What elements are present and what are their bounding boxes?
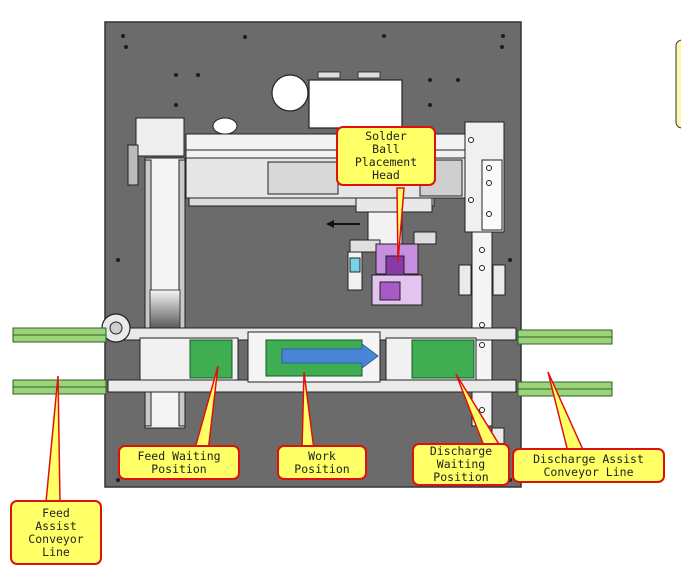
discharge-waiting-board [385, 337, 477, 381]
flow-arrow [281, 343, 379, 369]
label-feed-waiting-position: Feed Waiting Position [118, 445, 240, 480]
label-solder-ball-placement-head: Solder Ball Placement Head [336, 126, 436, 186]
feed-assist-conveyor [12, 327, 107, 395]
top-panel [308, 79, 403, 129]
label-discharge-assist-conveyor-line: Discharge Assist Conveyor Line [512, 448, 665, 483]
mounting-holes [116, 34, 512, 482]
right-gantry-end [464, 121, 505, 233]
label-discharge-waiting-position: Discharge Waiting Position [412, 443, 510, 486]
feed-waiting-board [139, 337, 239, 381]
small-oval [212, 117, 238, 135]
label-feed-assist-conveyor-line: Feed Assist Conveyor Line [10, 500, 102, 565]
edge-callout-fragment [675, 39, 681, 129]
discharge-assist-conveyor [517, 329, 613, 397]
label-work-position: Work Position [277, 445, 367, 480]
placement-head [347, 197, 437, 306]
callout-pointers [45, 187, 586, 503]
top-round-component [271, 74, 309, 112]
